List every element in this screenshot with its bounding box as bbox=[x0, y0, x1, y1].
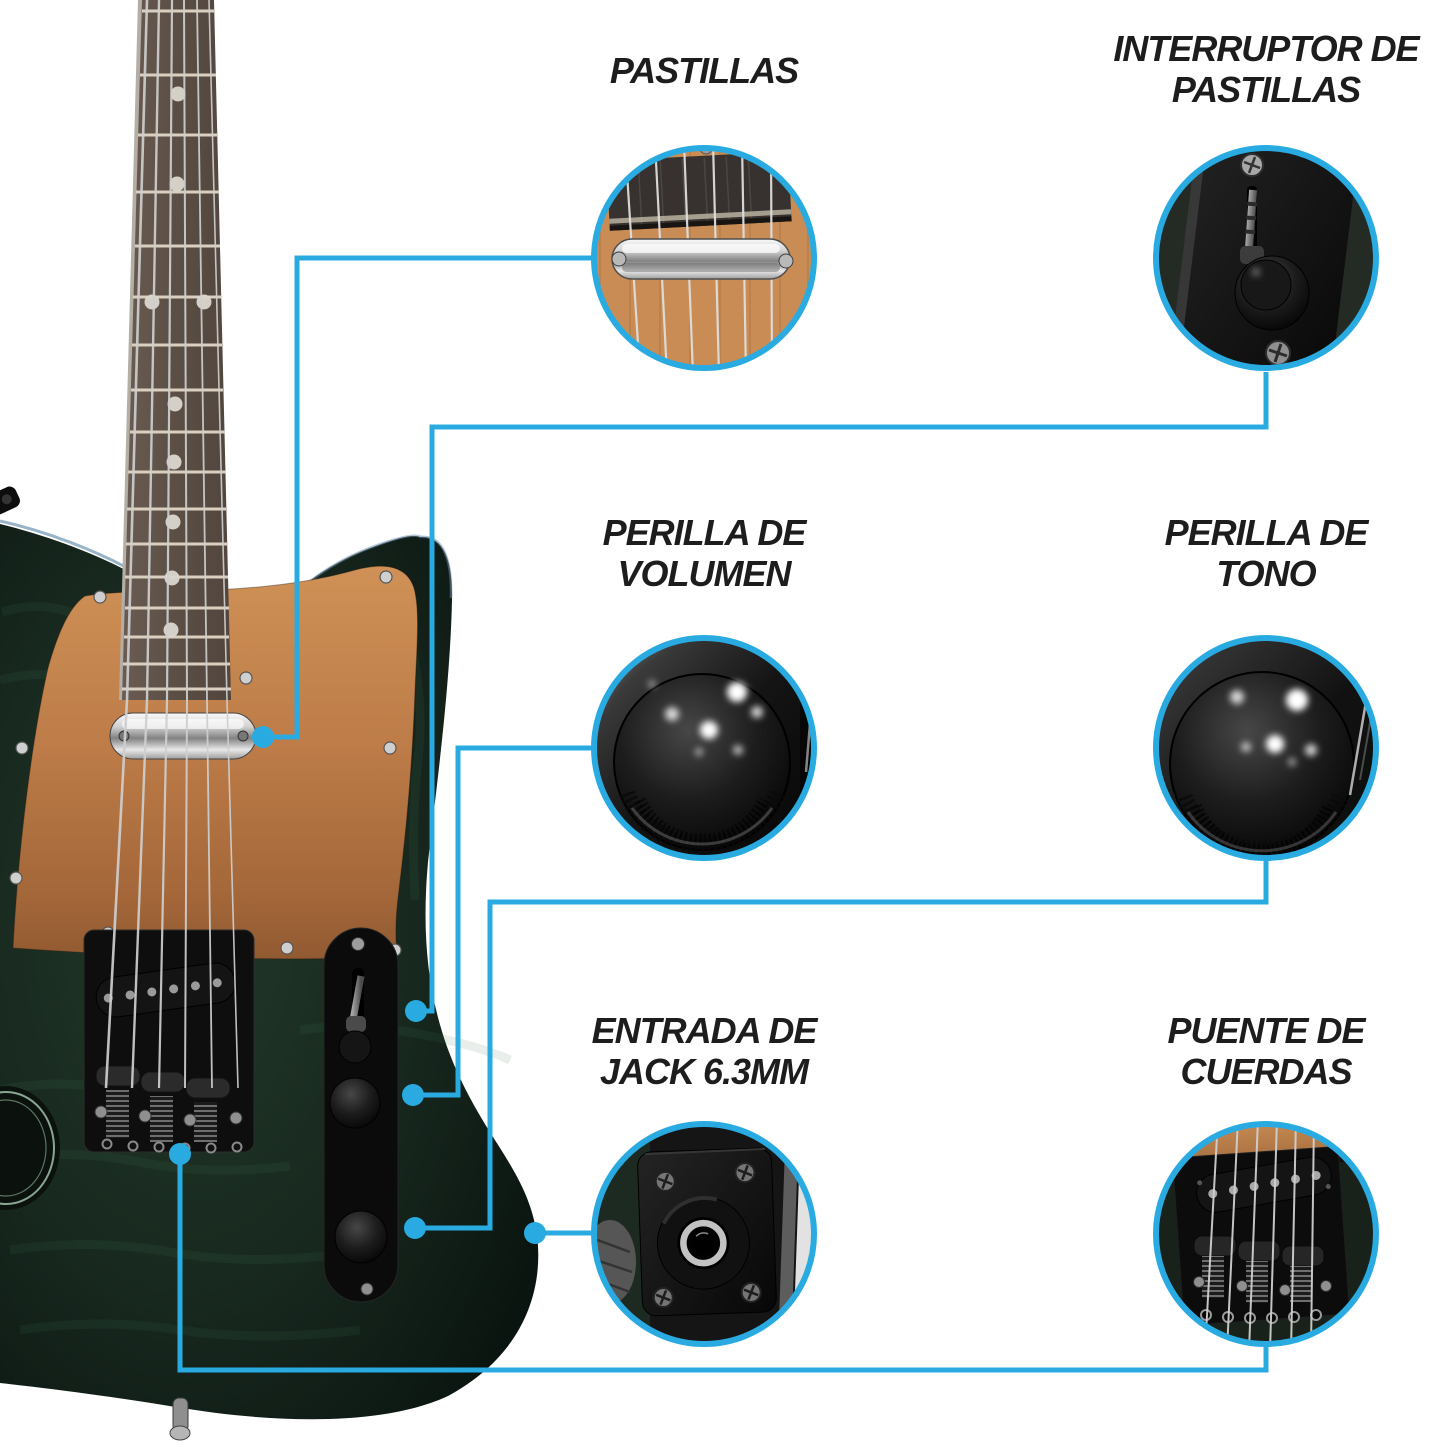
callout-anchor-dots bbox=[169, 726, 546, 1244]
guitar-photo bbox=[0, 0, 539, 1441]
label-puente-line2: CUERDAS bbox=[1180, 1051, 1352, 1093]
label-tono-line2: TONO bbox=[1216, 553, 1316, 595]
connector-tono bbox=[415, 861, 1269, 1231]
plate-screw-bottom bbox=[360, 1282, 374, 1296]
label-volumen: PERILLA DE VOLUMEN bbox=[474, 512, 934, 595]
fret-wires bbox=[122, 9, 231, 691]
connector-volumen bbox=[413, 745, 592, 1098]
callout-connectors bbox=[177, 255, 1269, 1373]
detail-circle-interruptor bbox=[1153, 145, 1379, 371]
label-jack-line2: JACK 6.3MM bbox=[599, 1051, 809, 1093]
detail-volume-knob bbox=[613, 673, 791, 854]
detail-tone-knob bbox=[1169, 671, 1355, 858]
label-pastillas-text: PASTILLAS bbox=[609, 50, 799, 91]
guitar-strings bbox=[104, 0, 239, 1089]
jack-socket bbox=[656, 1196, 750, 1290]
label-pastillas: PASTILLAS bbox=[474, 50, 934, 91]
switch-tip bbox=[338, 1030, 372, 1064]
body-badge bbox=[0, 1086, 60, 1210]
connector-pastillas bbox=[263, 255, 592, 740]
label-puente-line1: PUENTE DE bbox=[1167, 1010, 1365, 1051]
switch-collar bbox=[346, 1016, 366, 1032]
tone-knob bbox=[334, 1210, 388, 1264]
detail-jack-plate bbox=[637, 1147, 777, 1317]
pickguard bbox=[12, 565, 419, 960]
saddle-springs bbox=[106, 1090, 217, 1142]
neck-pickup-chrome bbox=[109, 712, 257, 760]
detail-neck-pickup bbox=[611, 238, 794, 280]
label-tono: PERILLA DE TONO bbox=[1036, 512, 1445, 595]
detail-circle-pastillas bbox=[591, 145, 817, 371]
label-volumen-line1: PERILLA DE bbox=[602, 512, 807, 553]
volume-knob bbox=[329, 1077, 381, 1129]
label-jack: ENTRADA DE JACK 6.3MM bbox=[474, 1010, 934, 1093]
control-plate bbox=[323, 927, 399, 1303]
detail-screw-bottom bbox=[1265, 340, 1291, 366]
fretboard-end bbox=[606, 151, 792, 231]
detail-strings-bridge bbox=[1204, 1124, 1315, 1344]
detail-circle-tono bbox=[1153, 635, 1379, 861]
label-tono-line1: PERILLA DE bbox=[1164, 512, 1369, 553]
detail-bridge-screws bbox=[1193, 1276, 1332, 1296]
label-interruptor-line2: PASTILLAS bbox=[1171, 69, 1361, 111]
detail-switch-cap bbox=[1234, 255, 1310, 331]
label-interruptor-line1: INTERRUPTOR DE bbox=[1113, 28, 1419, 69]
plate-screw-top bbox=[351, 937, 365, 951]
detail-circle-volumen bbox=[591, 635, 817, 861]
label-interruptor: INTERRUPTOR DE PASTILLAS bbox=[1036, 28, 1445, 111]
jack-plate-screws bbox=[652, 1162, 762, 1309]
detail-circle-jack bbox=[591, 1121, 817, 1347]
saddle-screws bbox=[94, 1105, 243, 1127]
label-puente: PUENTE DE CUERDAS bbox=[1036, 1010, 1445, 1093]
detail-switch-lever bbox=[1244, 189, 1258, 253]
connector-puente bbox=[177, 1154, 1269, 1373]
detail-screw-top bbox=[1240, 153, 1264, 177]
label-jack-line1: ENTRADA DE bbox=[591, 1010, 818, 1051]
detail-circle-puente bbox=[1153, 1121, 1379, 1347]
connector-interruptor bbox=[416, 372, 1269, 1014]
strap-pin bbox=[169, 1397, 191, 1441]
body-edge-highlight bbox=[0, 519, 134, 573]
strap-button bbox=[0, 486, 20, 515]
label-volumen-line2: VOLUMEN bbox=[617, 553, 792, 595]
